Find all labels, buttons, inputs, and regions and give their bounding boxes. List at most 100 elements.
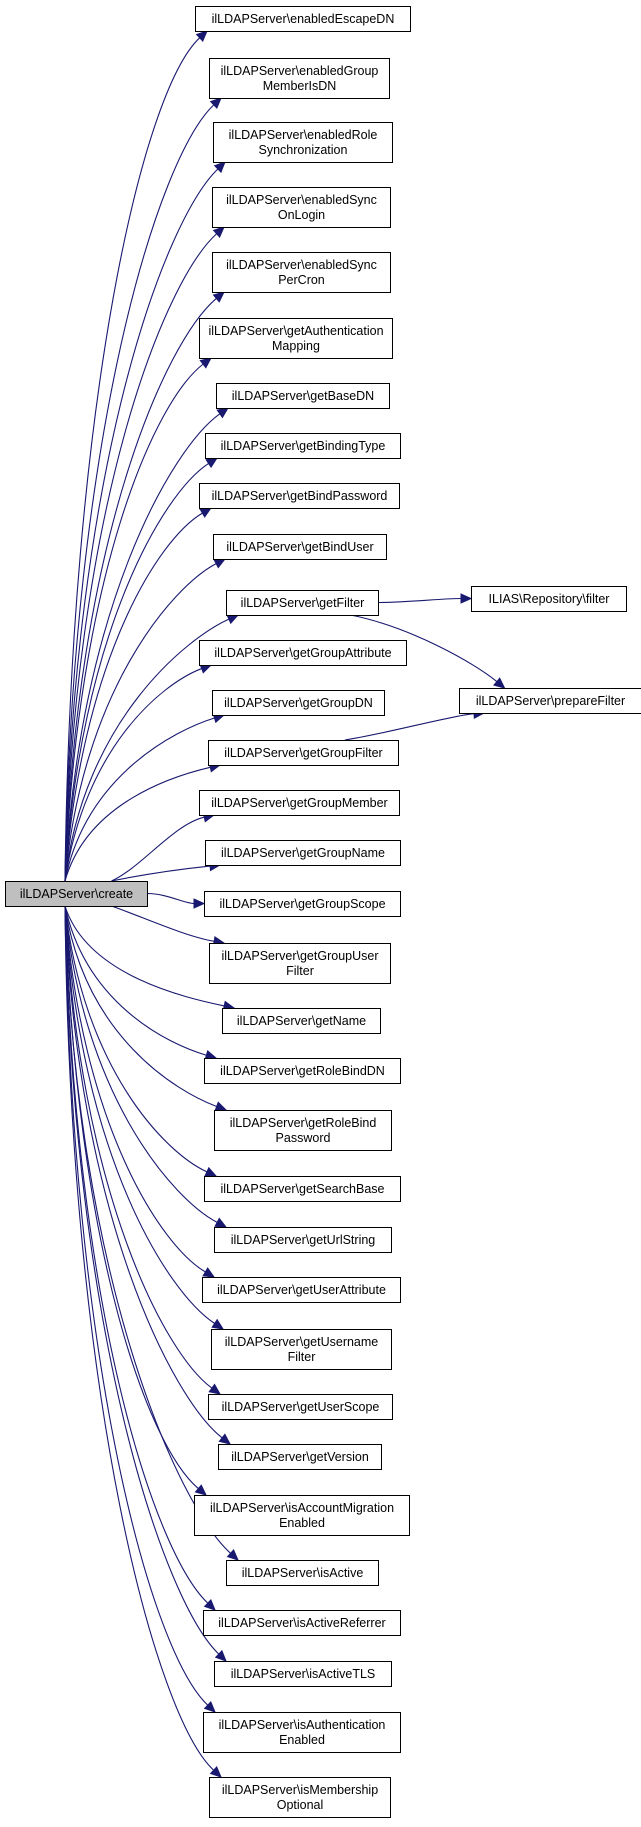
edge-create-to-get-group-member (111, 816, 205, 882)
node-box[interactable] (214, 1227, 392, 1253)
node-box[interactable] (194, 1495, 410, 1536)
node-get-url-string[interactable]: ilLDAPServer\getUrlString (214, 1227, 392, 1253)
node-label: Filter (286, 964, 314, 978)
arrowhead-icon (203, 1598, 216, 1611)
node-box[interactable] (471, 586, 627, 612)
arrowhead-icon (193, 898, 206, 909)
root-node-create[interactable]: ilLDAPServer\create (5, 881, 148, 907)
edge-create-to-enabled-group-member-is-dn (64, 104, 215, 882)
node-box[interactable] (226, 590, 379, 616)
node-box[interactable] (209, 1777, 391, 1818)
node-label: Enabled (279, 1733, 325, 1747)
node-get-binding-type[interactable]: ilLDAPServer\getBindingType (205, 433, 401, 459)
node-box[interactable] (226, 1560, 379, 1586)
node-box[interactable] (209, 58, 390, 99)
node-label: Mapping (272, 339, 320, 353)
node-box[interactable] (204, 1058, 401, 1084)
node-get-search-base[interactable]: ilLDAPServer\getSearchBase (204, 1176, 401, 1202)
node-is-active-referrer[interactable]: ilLDAPServer\isActiveReferrer (203, 1610, 401, 1636)
node-get-base-dn[interactable]: ilLDAPServer\getBaseDN (216, 383, 390, 409)
node-label: ilLDAPServer\getBindingType (221, 439, 386, 453)
node-box[interactable] (199, 790, 400, 816)
node-label: ilLDAPServer\getGroupDN (224, 696, 373, 710)
node-box[interactable] (459, 688, 641, 714)
node-label: Synchronization (259, 143, 348, 157)
node-get-filter[interactable]: ilLDAPServer\getFilter (226, 590, 379, 616)
arrowhead-icon (226, 614, 240, 625)
arrowhead-icon (212, 291, 225, 303)
node-box[interactable] (205, 840, 401, 866)
node-box[interactable] (218, 1444, 382, 1470)
node-get-group-scope[interactable]: ilLDAPServer\getGroupScope (204, 891, 401, 917)
node-prepare-filter[interactable]: ilLDAPServer\prepareFilter (459, 688, 641, 714)
node-box[interactable] (204, 891, 401, 917)
node-box[interactable] (202, 1277, 401, 1303)
node-label: ilLDAPServer\enabledRole (229, 128, 378, 142)
node-box[interactable] (211, 1329, 392, 1370)
node-box[interactable] (195, 6, 411, 32)
node-get-group-dn[interactable]: ilLDAPServer\getGroupDN (212, 690, 385, 716)
node-box[interactable] (208, 740, 399, 766)
node-repository-filter[interactable]: ILIAS\Repository\filter (471, 586, 627, 612)
node-box[interactable] (216, 383, 390, 409)
node-get-group-attribute[interactable]: ilLDAPServer\getGroupAttribute (199, 640, 407, 666)
node-box[interactable] (222, 1008, 381, 1034)
node-box[interactable] (212, 690, 385, 716)
node-label: ilLDAPServer\enabledSync (226, 258, 377, 272)
node-box[interactable] (213, 534, 387, 560)
edge-create-to-enabled-escape-dn (64, 37, 201, 882)
node-get-name[interactable]: ilLDAPServer\getName (222, 1008, 381, 1034)
node-label: ilLDAPServer\getGroupAttribute (214, 646, 391, 660)
node-label: ilLDAPServer\getUserScope (222, 1400, 380, 1414)
edge-create-to-get-url-string (64, 905, 218, 1223)
node-box[interactable] (199, 318, 393, 359)
node-get-role-bind-dn[interactable]: ilLDAPServer\getRoleBindDN (204, 1058, 401, 1084)
edge-create-to-get-user-scope (64, 905, 213, 1389)
node-get-group-filter[interactable]: ilLDAPServer\getGroupFilter (208, 740, 399, 766)
node-get-group-name[interactable]: ilLDAPServer\getGroupName (205, 840, 401, 866)
node-get-group-member[interactable]: ilLDAPServer\getGroupMember (199, 790, 400, 816)
edge-create-to-get-filter (64, 618, 230, 882)
node-is-active-tls[interactable]: ilLDAPServer\isActiveTLS (214, 1661, 392, 1687)
node-box[interactable] (5, 881, 148, 907)
node-get-version[interactable]: ilLDAPServer\getVersion (218, 1444, 382, 1470)
node-get-bind-password[interactable]: ilLDAPServer\getBindPassword (199, 483, 400, 509)
node-label: ilLDAPServer\getSearchBase (221, 1182, 385, 1196)
node-label: PerCron (278, 273, 325, 287)
node-is-active[interactable]: ilLDAPServer\isActive (226, 1560, 379, 1586)
arrowhead-icon (209, 1766, 222, 1778)
node-box[interactable] (205, 433, 401, 459)
node-box[interactable] (212, 187, 391, 228)
node-box[interactable] (212, 252, 391, 293)
arrowhead-icon (214, 1101, 228, 1112)
node-get-bind-user[interactable]: ilLDAPServer\getBindUser (213, 534, 387, 560)
node-box[interactable] (199, 640, 407, 666)
node-get-user-scope[interactable]: ilLDAPServer\getUserScope (208, 1394, 393, 1420)
node-box[interactable] (208, 1394, 393, 1420)
node-enabled-escape-dn[interactable]: ilLDAPServer\enabledEscapeDN (195, 6, 411, 32)
node-box[interactable] (214, 1661, 392, 1687)
node-box[interactable] (213, 122, 393, 163)
node-get-user-attribute[interactable]: ilLDAPServer\getUserAttribute (202, 1277, 401, 1303)
node-box[interactable] (214, 1110, 392, 1151)
arrowhead-icon (202, 1267, 216, 1278)
edge-create-to-is-membership-optional (64, 905, 215, 1771)
arrowhead-icon (195, 30, 208, 43)
node-box[interactable] (203, 1610, 401, 1636)
node-box[interactable] (199, 483, 400, 509)
arrowhead-icon (199, 357, 212, 369)
node-box[interactable] (203, 1712, 401, 1753)
node-box[interactable] (209, 943, 391, 984)
node-box[interactable] (204, 1176, 401, 1202)
